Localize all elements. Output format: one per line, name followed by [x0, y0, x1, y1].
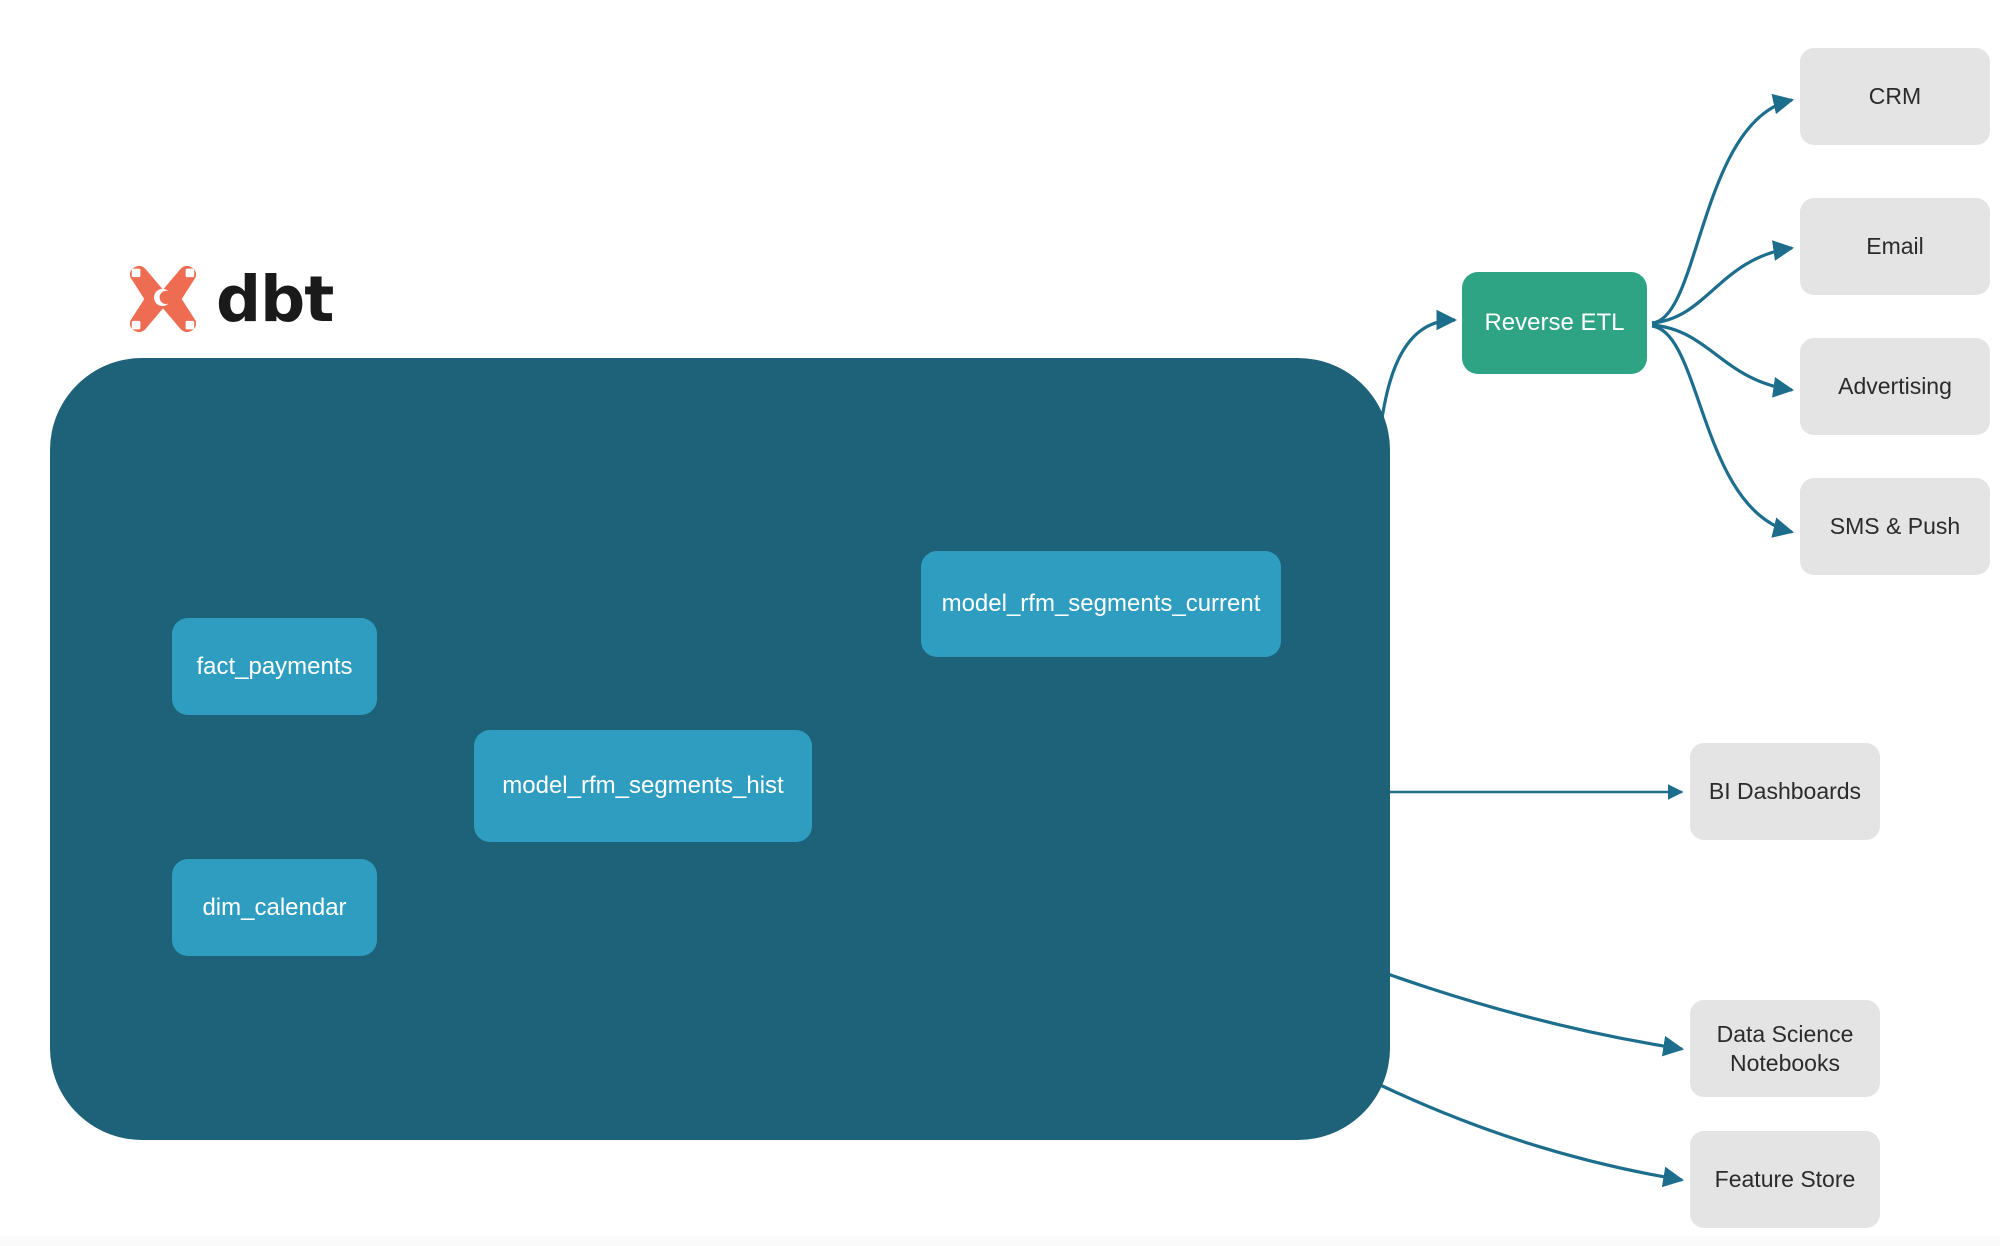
node-email-label: Email [1866, 233, 1924, 260]
dbt-logo: dbt [124, 260, 334, 338]
edge-reverse-etl-to-email [1651, 240, 1795, 325]
node-dim-calendar[interactable]: dim_calendar [172, 859, 377, 956]
node-model-rfm-segments-hist-label: model_rfm_segments_hist [502, 772, 784, 799]
node-data-science-notebooks-label: Data Science Notebooks [1717, 1020, 1854, 1078]
dbt-wordmark: dbt [216, 262, 334, 336]
node-feature-store-label: Feature Store [1714, 1166, 1856, 1193]
node-dim-calendar-label: dim_calendar [202, 893, 347, 921]
node-feature-store[interactable]: Feature Store [1690, 1131, 1880, 1228]
node-model-rfm-segments-current-label: model_rfm_segments_current [941, 590, 1261, 617]
node-advertising-label: Advertising [1838, 373, 1952, 400]
edge-reverse-etl-to-crm [1651, 93, 1795, 325]
node-bi-dashboards[interactable]: BI Dashboards [1690, 743, 1880, 840]
node-sms-push-label: SMS & Push [1829, 513, 1961, 540]
node-fact-payments-label: fact_payments [196, 652, 353, 680]
node-model-rfm-segments-hist[interactable]: model_rfm_segments_hist [474, 730, 812, 842]
edge-reverse-etl-to-sms-push [1651, 324, 1795, 538]
node-reverse-etl[interactable]: Reverse ETL [1462, 272, 1647, 374]
node-sms-push[interactable]: SMS & Push [1800, 478, 1990, 575]
edge-reverse-etl-to-advertising [1651, 323, 1795, 398]
dbt-x-mark-icon [129, 265, 197, 333]
node-email[interactable]: Email [1800, 198, 1990, 295]
node-bi-dashboards-label: BI Dashboards [1708, 778, 1862, 805]
node-reverse-etl-label: Reverse ETL [1484, 309, 1625, 336]
node-model-rfm-segments-current[interactable]: model_rfm_segments_current [921, 551, 1281, 657]
node-crm[interactable]: CRM [1800, 48, 1990, 145]
node-ds-notebooks-line2: Notebooks [1730, 1049, 1840, 1076]
node-crm-label: CRM [1868, 83, 1922, 110]
node-fact-payments[interactable]: fact_payments [172, 618, 377, 715]
bottom-band [0, 1236, 2000, 1246]
node-data-science-notebooks[interactable]: Data Science Notebooks [1690, 1000, 1880, 1097]
node-advertising[interactable]: Advertising [1800, 338, 1990, 435]
node-ds-notebooks-line1: Data Science [1716, 1020, 1854, 1047]
